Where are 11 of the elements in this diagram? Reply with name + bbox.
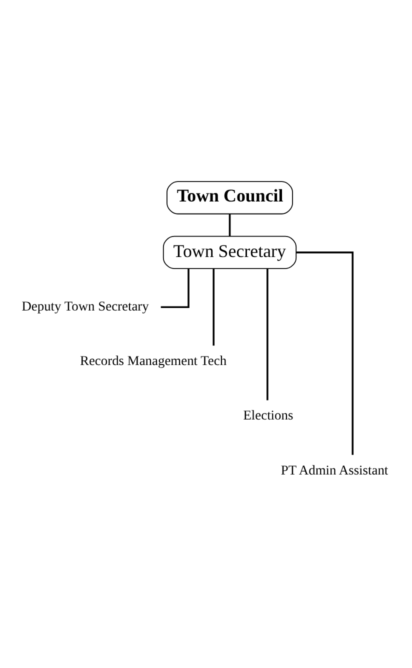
node-box: Town Secretary: [162, 235, 297, 269]
node-text: Elections: [243, 407, 294, 422]
node-text: PT Admin Assistant: [280, 462, 388, 477]
connector: [266, 268, 268, 400]
node-box: Town Council: [166, 180, 293, 214]
node-text: Deputy Town Secretary: [22, 298, 149, 313]
connector: [160, 268, 190, 308]
connector: [296, 251, 354, 454]
node-text: Records Management Tech: [80, 352, 227, 368]
connector: [212, 268, 215, 346]
connector: [228, 214, 231, 236]
